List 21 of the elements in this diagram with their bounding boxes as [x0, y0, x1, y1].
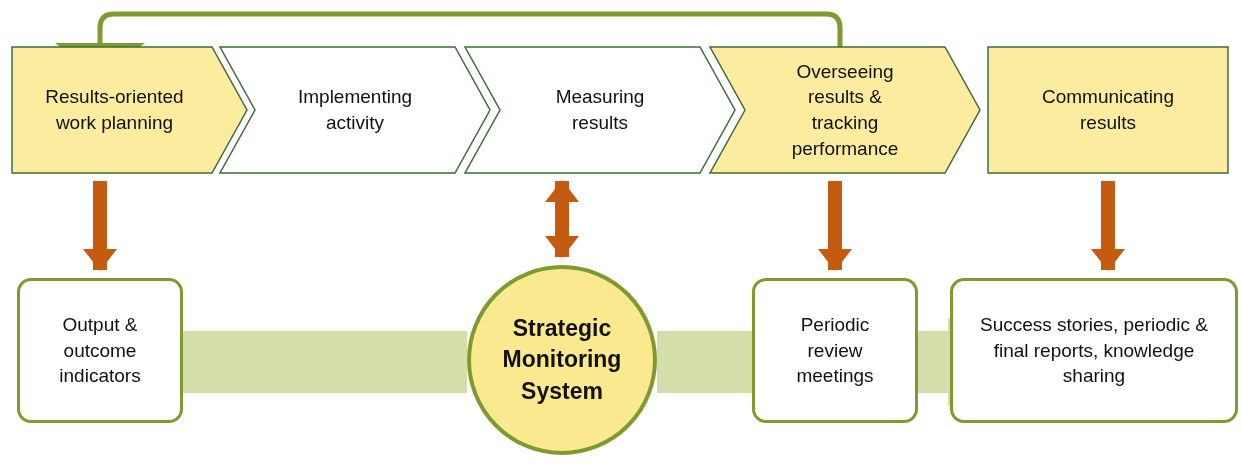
node-label: Strategic Monitoring System	[501, 314, 623, 406]
arrow	[1091, 181, 1125, 271]
chevron-shape	[12, 47, 247, 173]
rounded-box	[17, 278, 183, 423]
node-label: Measuring results	[554, 85, 646, 135]
node-label: Results-oriented work planning	[44, 85, 185, 135]
chevron-shape	[465, 47, 735, 173]
rounded-box	[752, 278, 918, 423]
arrow	[83, 181, 117, 271]
node-label: Implementing activity	[296, 85, 414, 135]
chevron-shape	[710, 47, 980, 173]
node-label: Output & outcome indicators	[58, 313, 142, 389]
process-box	[988, 47, 1228, 173]
chevron-shape	[220, 47, 490, 173]
node-label: Success stories, periodic & final reports, knowledge sharing	[979, 313, 1209, 389]
arrow	[545, 180, 579, 258]
node-label: Communicating results	[1041, 85, 1175, 135]
node-label: Overseeing results & tracking performance	[790, 59, 900, 161]
node-label: Periodic review meetings	[795, 313, 875, 389]
rounded-box	[950, 278, 1238, 423]
arrow	[818, 181, 852, 271]
